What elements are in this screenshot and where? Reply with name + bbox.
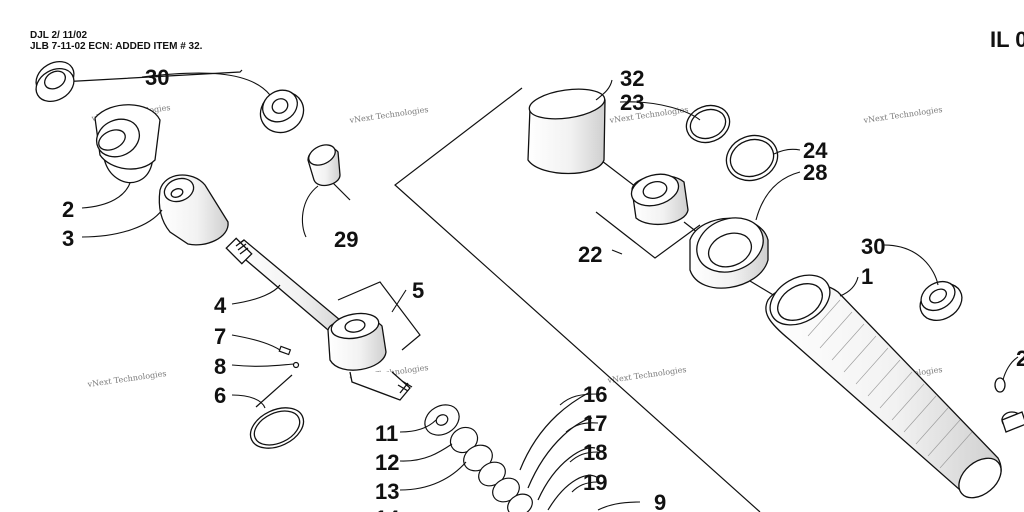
valve-part-7 xyxy=(278,345,292,356)
callout-11: 11 xyxy=(375,421,398,446)
callout-30-top: 30 xyxy=(145,65,169,90)
shock-body-part-1 xyxy=(765,274,1002,499)
end-cap-part-3 xyxy=(158,174,229,246)
bolt-part-2-right xyxy=(994,377,1024,433)
callout-32: 32 xyxy=(620,66,644,91)
spacer-part-29 xyxy=(307,144,341,187)
callout-24: 24 xyxy=(803,138,828,163)
revision-note-line-2: JLB 7-11-02 ECN: ADDED ITEM # 32. xyxy=(30,41,203,52)
callout-29: 29 xyxy=(334,227,358,252)
callout-labels: 30 2 3 29 5 4 7 8 6 11 12 13 14 16 17 18… xyxy=(62,65,1024,512)
watermark: vNext Technologies xyxy=(348,105,429,125)
callout-18: 18 xyxy=(583,440,607,465)
spring-seat-part-2 xyxy=(94,104,161,184)
callout-5: 5 xyxy=(412,278,424,303)
callout-22: 22 xyxy=(578,242,602,267)
callout-17: 17 xyxy=(583,411,607,436)
callout-6: 6 xyxy=(214,383,226,408)
callout-2: 2 xyxy=(62,197,74,222)
callout-14: 14 xyxy=(375,506,400,512)
callout-19: 19 xyxy=(583,470,607,495)
callout-23: 23 xyxy=(620,90,644,115)
bushing-part-30-top-left xyxy=(35,60,75,103)
callout-13: 13 xyxy=(375,479,399,504)
sleeve-part-32 xyxy=(527,88,606,175)
plate-code: IL 0 xyxy=(990,27,1024,52)
ball-part-8 xyxy=(292,361,300,369)
callout-28: 28 xyxy=(803,160,827,185)
callout-31: 31 xyxy=(86,508,110,512)
seal-ring-part-24 xyxy=(725,134,779,182)
callout-12: 12 xyxy=(375,450,399,475)
callout-1: 1 xyxy=(861,264,873,289)
callout-30-right: 30 xyxy=(861,234,885,259)
watermark: vNext Technologies xyxy=(862,105,943,125)
bracket-part-5 xyxy=(337,281,421,351)
end-cap-part-28 xyxy=(689,217,769,289)
o-ring-part-6 xyxy=(249,407,305,449)
callout-4: 4 xyxy=(214,293,227,318)
leader-lines xyxy=(81,72,1019,511)
bushing-part-30-right xyxy=(919,280,963,322)
callout-7: 7 xyxy=(214,324,226,349)
callout-2-right: 2 xyxy=(1016,346,1024,371)
bracket-part-22 xyxy=(595,211,701,259)
piston-part-5 xyxy=(327,312,413,401)
bearing-assembly-part-22 xyxy=(630,173,689,226)
center-shaft-guide-line xyxy=(394,87,761,512)
seal-ring-part-23 xyxy=(685,104,731,144)
watermark: vNext Technologies xyxy=(86,369,167,389)
callout-3: 3 xyxy=(62,226,74,251)
revision-note-line-1: DJL 2/ 11/02 xyxy=(30,30,88,41)
assembly-guides xyxy=(59,69,791,512)
shim-stack-parts-16-19 xyxy=(519,391,599,511)
shim-stack-parts-11-14 xyxy=(424,404,533,512)
callout-9: 9 xyxy=(654,490,666,512)
callout-16: 16 xyxy=(583,382,607,407)
watermark: vNext Technologies xyxy=(606,365,687,385)
bushing-part-30-upper xyxy=(259,89,305,134)
callout-8: 8 xyxy=(214,354,226,379)
